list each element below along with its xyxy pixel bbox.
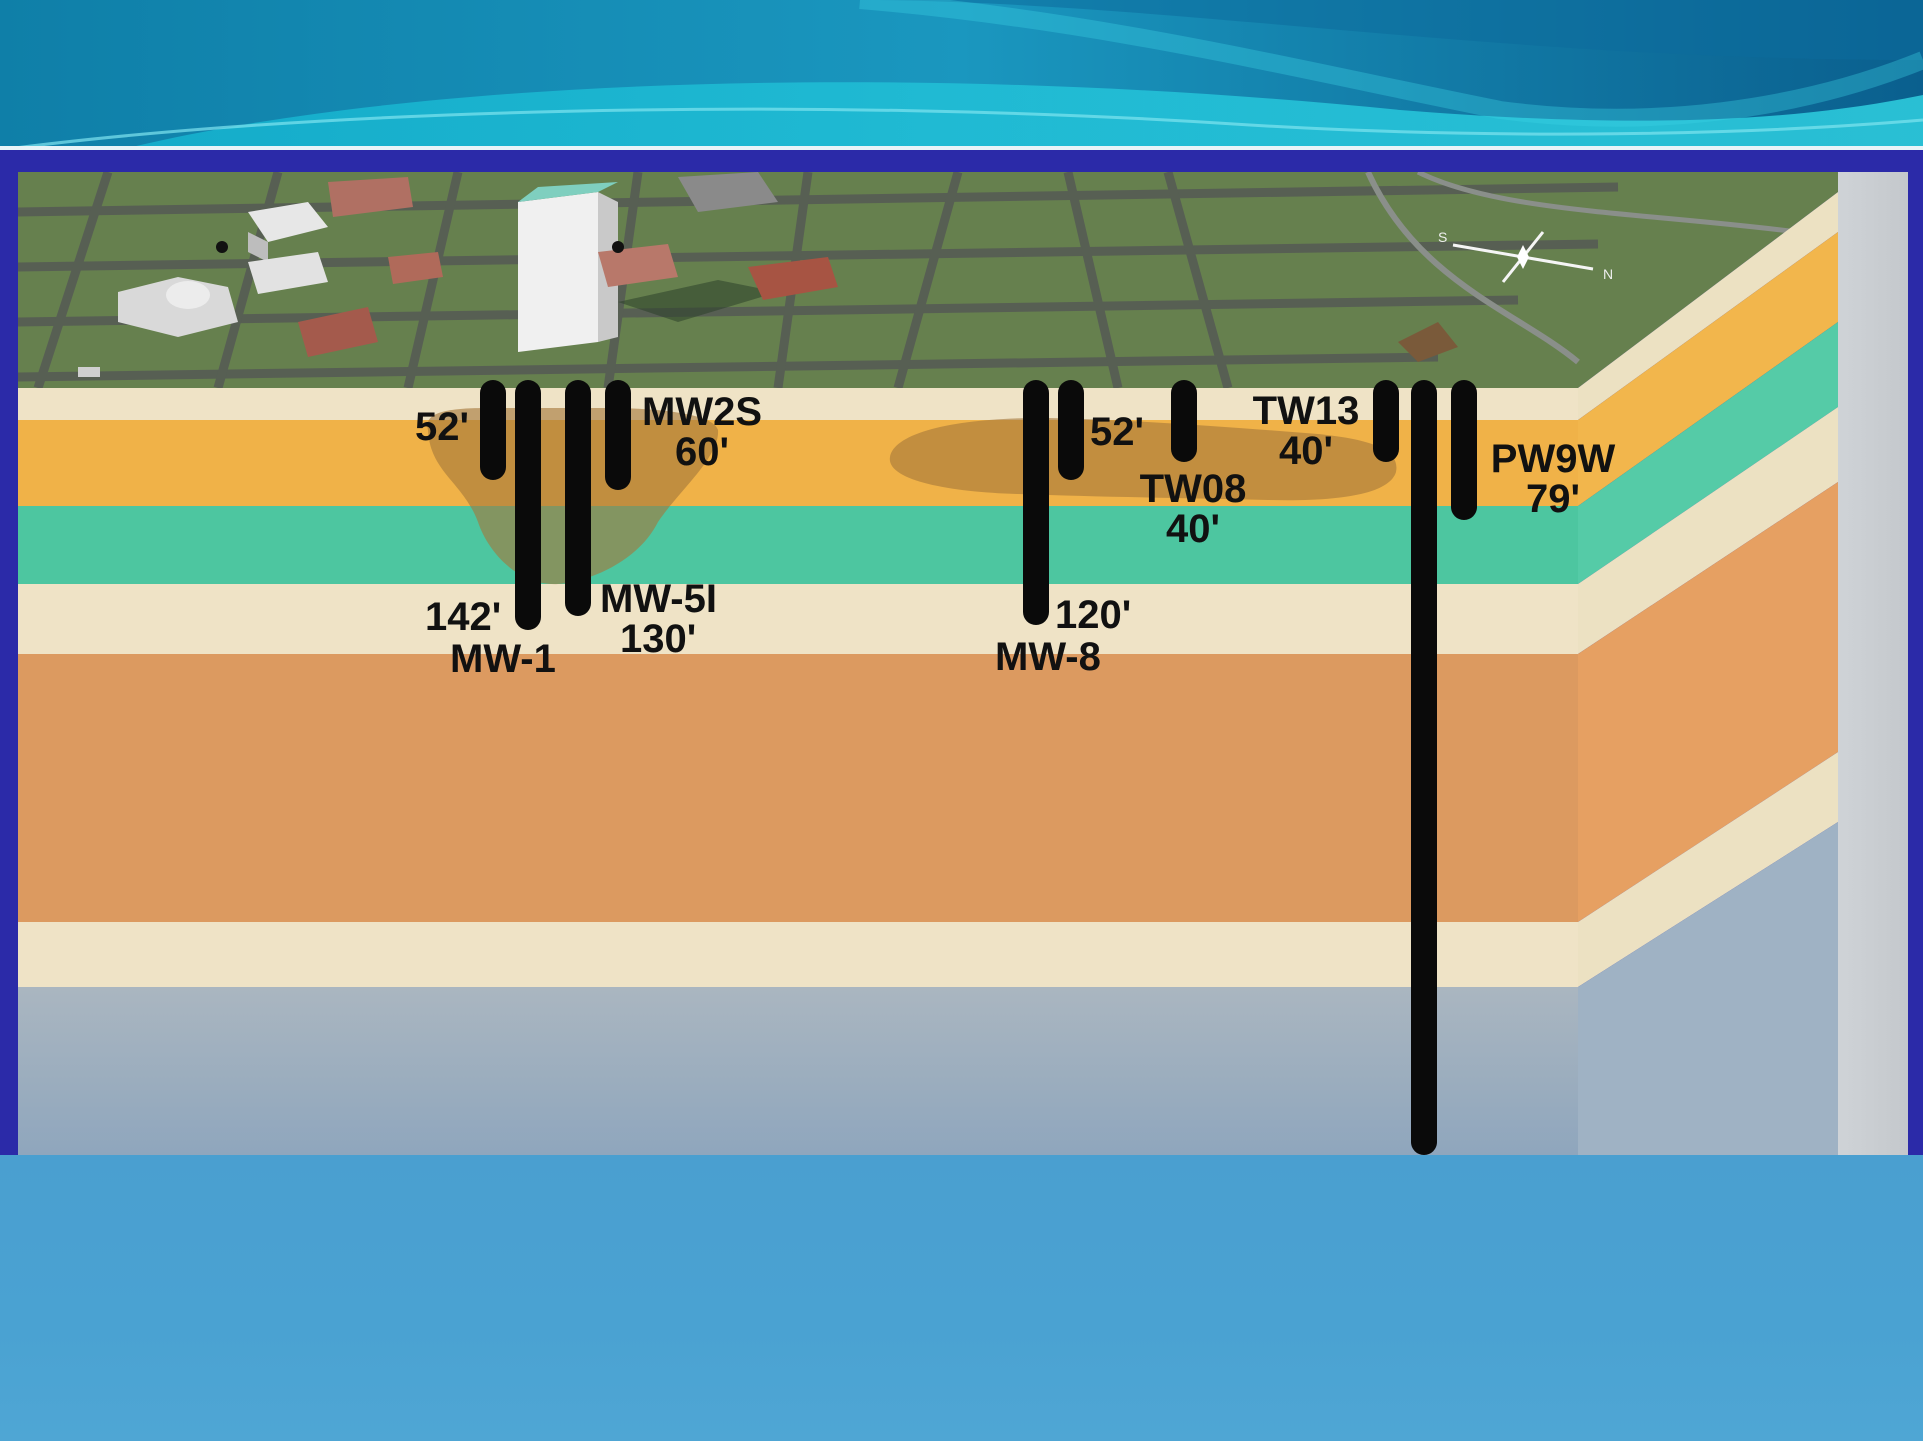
- label-mw5i-depth: 130': [620, 617, 697, 661]
- label-mw2s-name: MW2S: [642, 390, 762, 434]
- contaminant-plume-right: [889, 417, 1397, 501]
- label-tw13-depth: 40': [1278, 429, 1333, 473]
- well-mw1-deep: [515, 380, 541, 630]
- stratum-deep: [18, 987, 1578, 1155]
- well-pw: [1411, 380, 1437, 1155]
- svg-text:S: S: [1438, 229, 1447, 245]
- label-mw5i-name: MW-5I: [600, 577, 717, 621]
- stratum-clay-orange: [18, 654, 1578, 922]
- label-mw1-name: MW-1: [450, 637, 556, 681]
- label-depth-52-left: 52': [415, 405, 470, 449]
- stratum-sand-top: [18, 388, 1578, 420]
- header-wave-banner: [0, 0, 1923, 150]
- label-depth-52-right: 52': [1090, 410, 1145, 454]
- well-tw13: [1373, 380, 1399, 462]
- label-pw9w-depth: 79': [1525, 477, 1580, 521]
- right-backdrop: [1838, 172, 1908, 1155]
- well-mw1-shallow: [480, 380, 506, 480]
- label-tw08-name: TW08: [1139, 467, 1247, 511]
- label-tw13-name: TW13: [1252, 389, 1360, 433]
- svg-text:N: N: [1603, 266, 1613, 282]
- well-tw08: [1171, 380, 1197, 462]
- map-dot: [216, 241, 228, 253]
- well-mw8-shallow: [1058, 380, 1084, 480]
- front-strata: [18, 388, 1578, 1155]
- bottom-blue-panel: [0, 1155, 1923, 1441]
- map-dot: [612, 241, 624, 253]
- label-mw8-name: MW-8: [995, 635, 1101, 679]
- label-mw2s-depth: 60': [674, 430, 729, 474]
- label-depth-142: 142': [425, 595, 502, 639]
- well-mw2s: [605, 380, 631, 490]
- well-pw9w: [1451, 380, 1477, 520]
- buildings: [78, 172, 1458, 377]
- label-pw9w-name: PW9W: [1490, 437, 1616, 481]
- subsurface-block-diagram: S N: [18, 172, 1908, 1155]
- label-tw08-depth: 40': [1165, 507, 1220, 551]
- stratum-sand-middle: [18, 584, 1578, 654]
- well-mw5i: [565, 380, 591, 616]
- stratum-aquifer-green: [18, 506, 1578, 584]
- well-mw8-deep: [1023, 380, 1049, 625]
- surface-map: S N: [18, 172, 1838, 390]
- wells: [480, 380, 1477, 1155]
- stratum-sand-bottom: [18, 922, 1578, 987]
- label-depth-120: 120': [1055, 593, 1132, 637]
- side-strata: [1578, 192, 1838, 1155]
- compass-rose-icon: S N: [1438, 229, 1613, 283]
